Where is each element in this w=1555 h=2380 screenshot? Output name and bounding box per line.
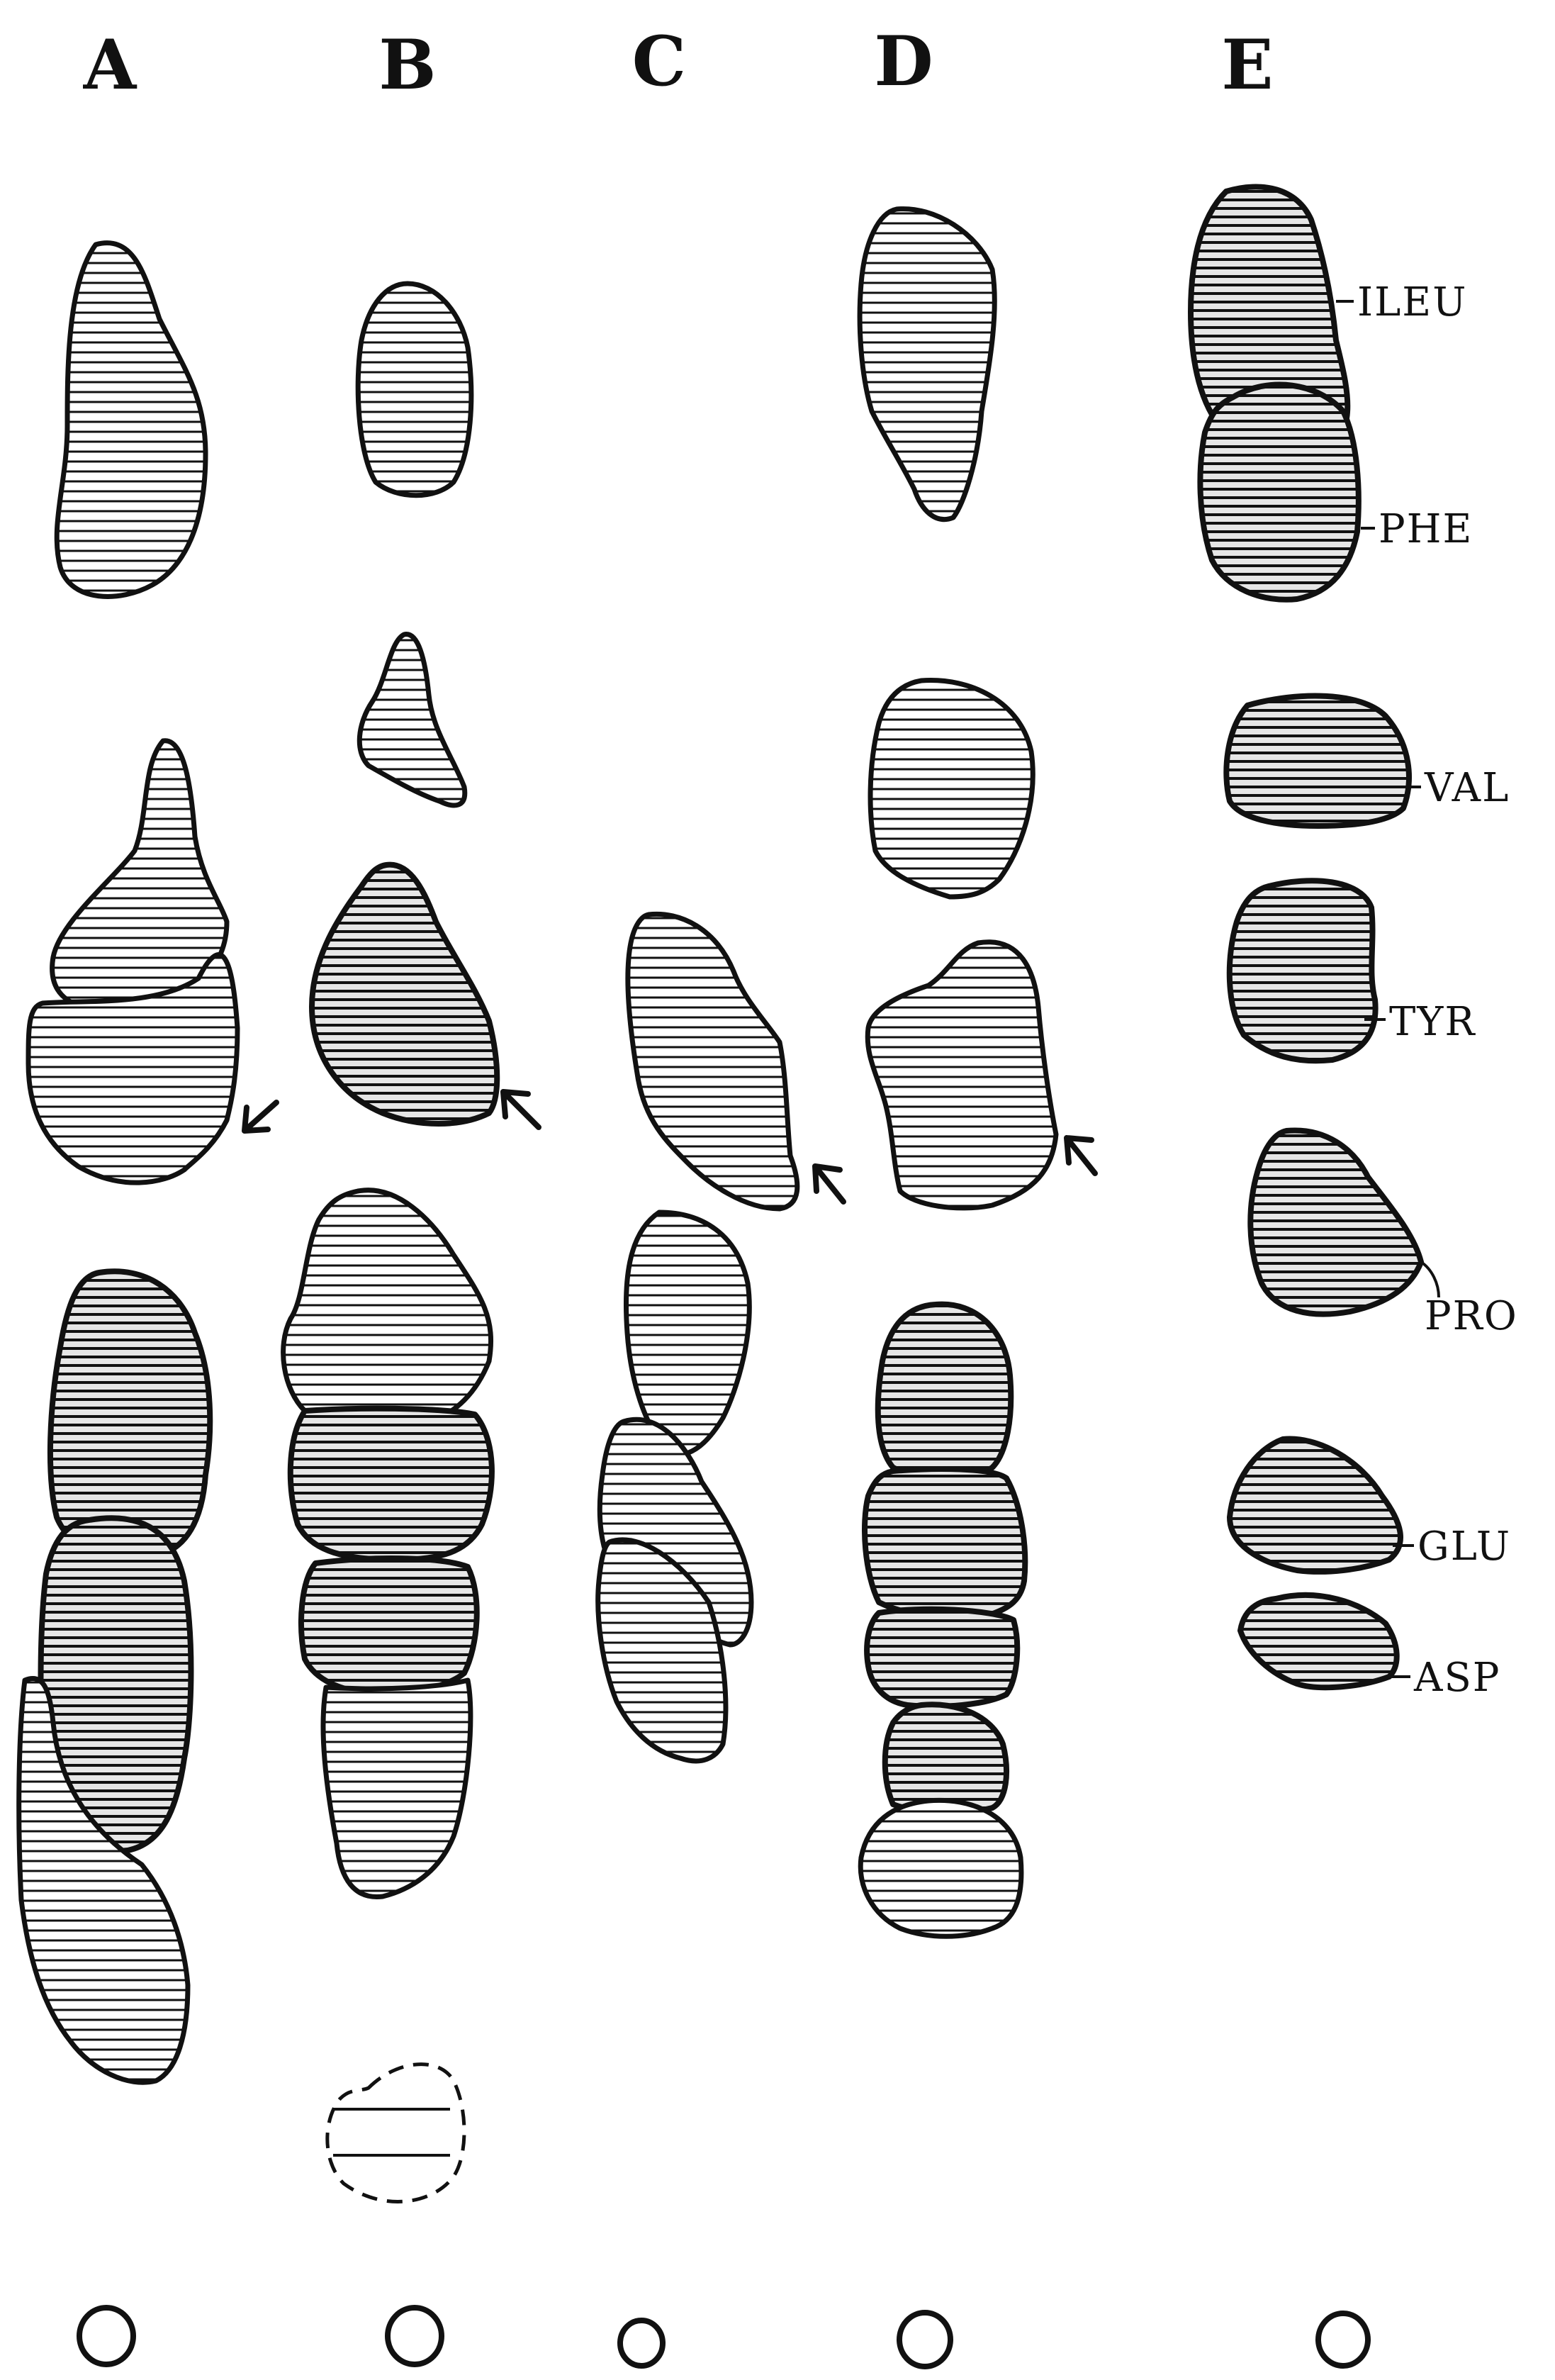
lane-c-spot-1 <box>628 914 797 1209</box>
lane-d-arrow <box>1067 1138 1095 1173</box>
lane-label-c: C <box>632 21 686 101</box>
lane-d-spot-1 <box>860 209 994 520</box>
label-ileu: ILEU <box>1357 279 1467 325</box>
lane-a-spot-3 <box>50 1271 210 1557</box>
lane-e-spots: ILEU PHE VAL TYR PRO GLU ASP <box>1191 186 1518 1701</box>
label-phe: PHE <box>1379 506 1473 552</box>
lane-b-spot-7 <box>323 1680 471 1897</box>
label-glu: GLU <box>1418 1524 1511 1570</box>
lane-b-spot-2 <box>359 635 465 805</box>
lane-d-spot-4 <box>878 1304 1011 1478</box>
lane-a-spot-1 <box>57 243 206 597</box>
lane-label-b: B <box>378 25 436 105</box>
origin-marks <box>79 2308 1368 2367</box>
origin-mark-a <box>79 2308 133 2364</box>
origin-mark-d <box>899 2313 950 2367</box>
origin-mark-e <box>1318 2313 1368 2366</box>
lane-b-spot-6 <box>301 1558 477 1694</box>
origin-mark-c <box>620 2320 663 2366</box>
origin-mark-b <box>388 2308 442 2364</box>
lane-a-spots <box>19 243 276 2083</box>
lane-b-spot-3 <box>312 865 497 1124</box>
lane-b-faint-spot <box>327 2065 464 2202</box>
lane-d-spot-6 <box>867 1609 1017 1706</box>
lane-c-spots <box>598 914 843 1761</box>
lane-b-arrow <box>503 1092 539 1127</box>
lane-b-spot-5 <box>291 1409 492 1560</box>
lane-e-spot-tyr <box>1230 881 1376 1061</box>
lane-e-spot-glu <box>1230 1439 1400 1572</box>
lane-d-spots <box>860 209 1095 1937</box>
lane-b-spots <box>284 284 539 2201</box>
label-tyr: TYR <box>1389 999 1476 1045</box>
leader-pro <box>1421 1262 1439 1297</box>
lane-c-arrow <box>815 1166 843 1202</box>
lane-a-arrow <box>245 1102 276 1131</box>
lane-b-faint-spot-hatch <box>333 2109 450 2155</box>
lane-d-spot-5 <box>865 1469 1025 1618</box>
lane-d-spot-3 <box>868 942 1056 1208</box>
lane-e-spot-pro <box>1250 1130 1421 1314</box>
label-pro: PRO <box>1425 1293 1518 1339</box>
lane-label-e: E <box>1221 25 1273 105</box>
label-val: VAL <box>1424 765 1510 811</box>
lane-d-spot-2 <box>870 681 1033 897</box>
lane-b-spot-4 <box>284 1190 491 1421</box>
label-asp: ASP <box>1413 1655 1500 1701</box>
lane-e-spot-phe <box>1200 385 1358 600</box>
lane-b-spot-1 <box>358 284 471 496</box>
lane-label-a: A <box>83 25 137 105</box>
lane-e-spot-asp <box>1240 1595 1397 1687</box>
lane-label-d: D <box>874 21 933 101</box>
lane-d-spot-7 <box>885 1704 1006 1813</box>
lane-e-spot-val <box>1226 695 1409 826</box>
lane-d-spot-8 <box>860 1800 1021 1936</box>
